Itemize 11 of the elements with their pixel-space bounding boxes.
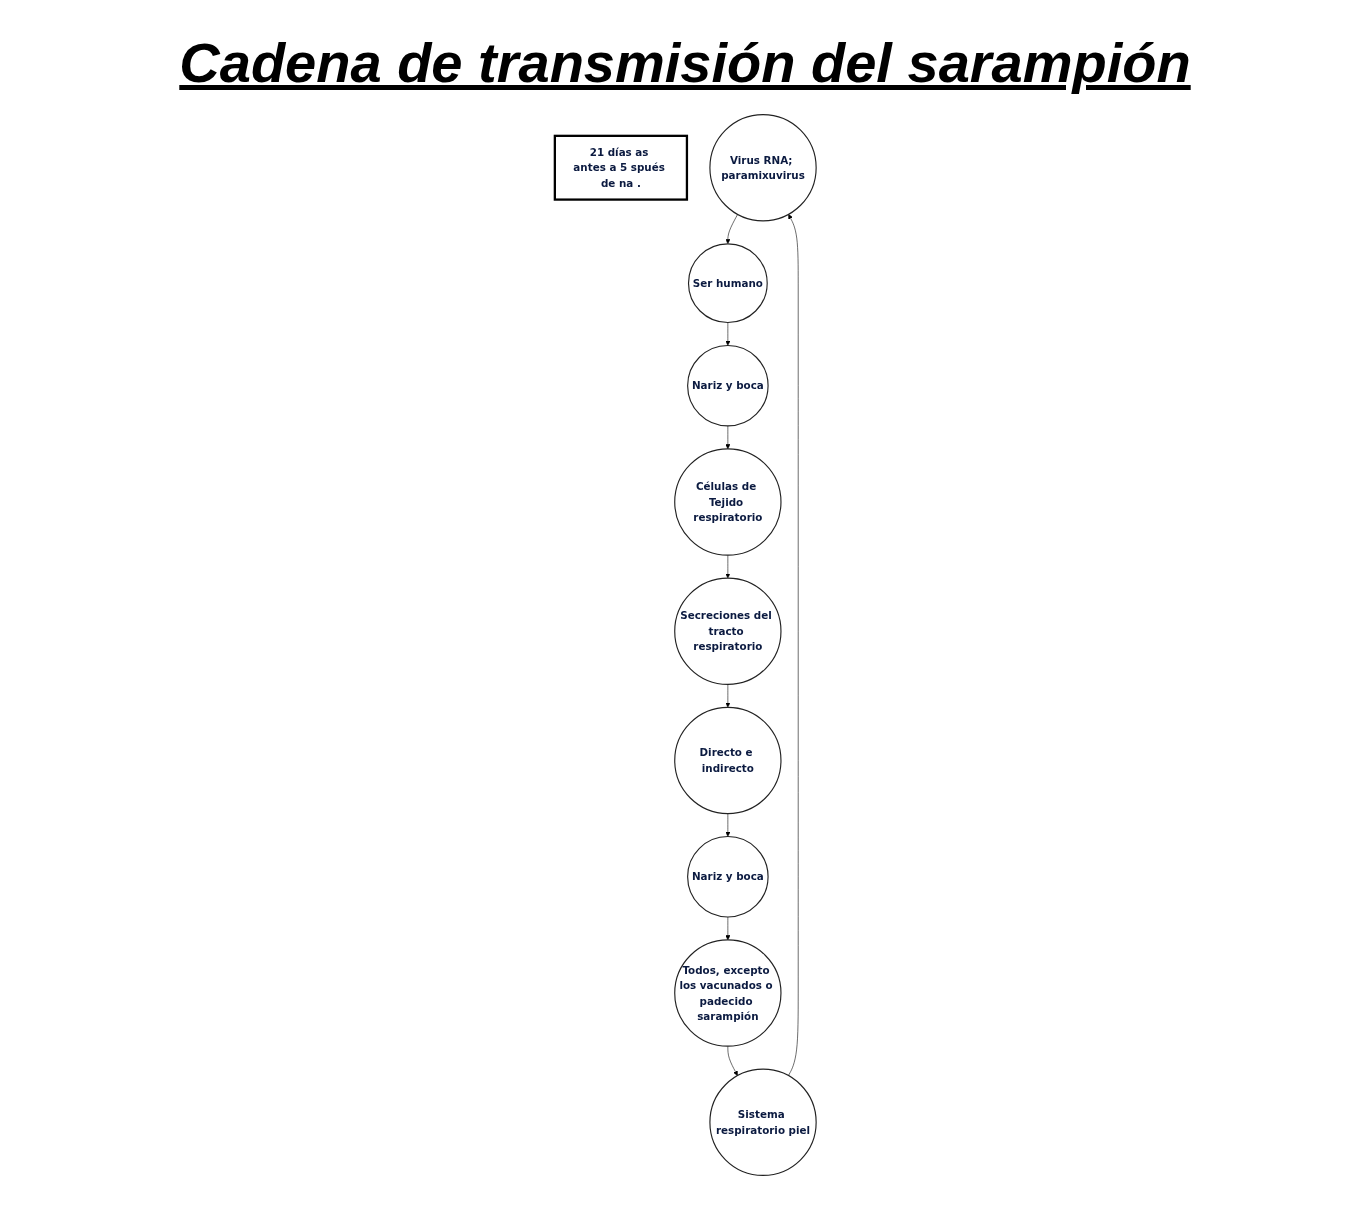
node-circle: Sistema respiratorio piel bbox=[708, 1068, 817, 1176]
node-circle: Secreciones del tracto respiratorio bbox=[673, 577, 782, 685]
node-box: 21 días as antes a 5 spués de na . bbox=[553, 134, 688, 201]
node-circle: Ser humano bbox=[687, 243, 768, 324]
node-circle: Nariz y boca bbox=[686, 344, 769, 427]
node-circle: Directo e indirecto bbox=[673, 706, 782, 815]
diagram-title: Cadena de transmisión del sarampión bbox=[178, 30, 1192, 95]
node-circle: Todos, excepto los vacunados o padecido sarampión bbox=[673, 939, 782, 1047]
node-circle: Células de Tejido respiratorio bbox=[673, 448, 782, 556]
node-circle: Virus RNA; paramixuvirus bbox=[708, 114, 817, 222]
node-circle: Nariz y boca bbox=[686, 835, 769, 918]
